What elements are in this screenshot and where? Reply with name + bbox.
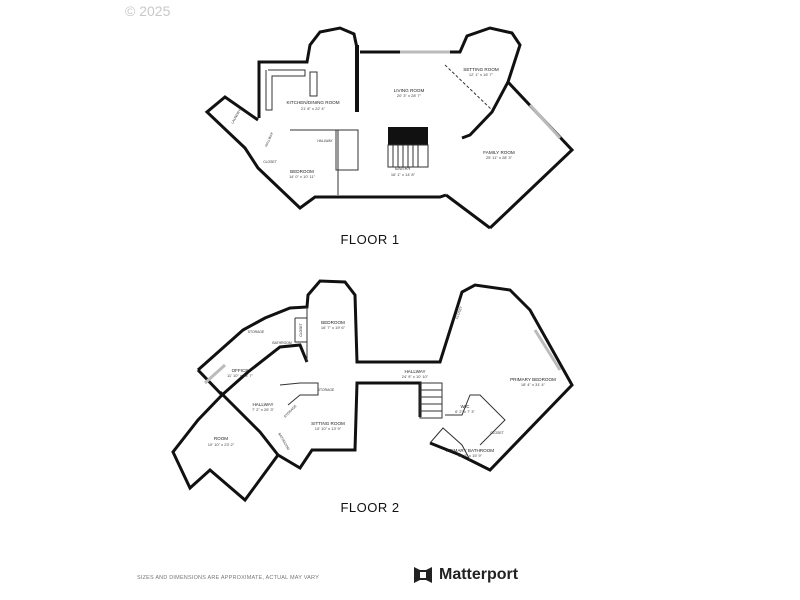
room-label: OFFICE: [232, 368, 249, 373]
kitchen-island: [309, 71, 318, 97]
room-dimensions: 7' 2" x 26' 3": [252, 407, 275, 412]
room-dimensions: 10' 10" x 13' 9": [315, 426, 342, 431]
room-dimensions: 6' 2" x 7' 3": [455, 409, 475, 414]
entry-wall: [204, 95, 447, 210]
room-label: HALLWAY: [317, 139, 333, 143]
room-dimensions: 18' 4" x 31' 4": [521, 382, 546, 387]
floor-1-plan: KITCHEN/DINING ROOM 21' 8" x 22' 4" LIVI…: [204, 26, 575, 247]
room-label: LAUNDRY: [230, 108, 242, 125]
brand-name: Matterport: [439, 566, 519, 583]
matterport-icon: [414, 567, 432, 583]
room-dimensions: 25' 11" x 28' 3": [486, 155, 513, 160]
floor-2-stairs: [279, 382, 443, 419]
room-label: LIVING ROOM: [394, 88, 425, 93]
room-label: BEDROOM: [290, 169, 314, 174]
room-label: HALLWAY: [252, 402, 273, 407]
floor-2-plan: BEDROOM 16' 7" x 19' 6" OFFICE 11' 10" x…: [171, 279, 574, 515]
room-dimensions: 21' 8" x 22' 4": [301, 106, 326, 111]
floor-2-lower-wall: [171, 368, 422, 503]
room-label: CLOSET: [299, 323, 303, 337]
family-room-lower-wall: [445, 193, 491, 230]
closet-wall: [294, 317, 308, 343]
room-label: STORAGE: [318, 388, 335, 392]
bathroom: [335, 129, 359, 171]
room-label: PRIMARY BATHROOM: [446, 448, 494, 453]
room-dimensions: 16' 7" x 19' 6": [321, 325, 346, 330]
matterport-logo: Matterport: [413, 565, 518, 585]
floor-2-title: FLOOR 2: [340, 500, 399, 515]
room-label: HALLWAY: [404, 369, 425, 374]
primary-bath-wall: [445, 394, 506, 446]
room-label: STORAGE: [283, 404, 298, 419]
room-dimensions: 14' 0" x 10' 11": [289, 174, 316, 179]
room-label: CLOSET: [263, 160, 277, 164]
room-label: ENTRY: [395, 166, 411, 171]
room-dimensions: 16' 1" x 14' 8": [391, 172, 416, 177]
room-label: KITCHEN/DINING ROOM: [286, 100, 339, 105]
kitchen-counter: [265, 69, 306, 111]
room-label: SITTING ROOM: [311, 421, 345, 426]
room-dimensions: 20' 3" x 28' 7": [397, 93, 422, 98]
room-label: BATHROOM: [277, 432, 290, 451]
room-dimensions: 10' 10" x 23' 2": [208, 442, 235, 447]
primary-bath-outline: [429, 427, 471, 461]
window: [528, 103, 562, 140]
room-dimensions: 12' 3" x 15' 9": [458, 453, 483, 458]
room-dimensions: 11' 10" x 13' 7": [227, 373, 254, 378]
room-label: CLOSET: [455, 306, 463, 320]
copyright-watermark: © 2025: [125, 3, 171, 19]
entry-stairs: [387, 144, 429, 168]
floor-1-outer-wall: [257, 26, 359, 118]
fireplace: [388, 127, 428, 145]
room-label: SETTING ROOM: [463, 67, 499, 72]
floor-2-left-wall: [197, 279, 574, 472]
room-label: ROOM: [214, 436, 228, 441]
floor-1-title: FLOOR 1: [340, 232, 399, 247]
room-label: PRIMARY BEDROOM: [510, 377, 556, 382]
room-label: WIC: [461, 404, 471, 409]
room-dimensions: 24' 9" x 10' 10": [402, 374, 429, 379]
room-divider: [444, 64, 493, 111]
room-label: FAMILY ROOM: [483, 150, 515, 155]
window: [533, 329, 562, 371]
window: [203, 363, 227, 385]
room-dimensions: 12' 1" x 16' 7": [469, 72, 494, 77]
room-wall: [218, 390, 280, 456]
room-label: STORAGE: [248, 330, 265, 334]
room-label: CLOSET: [490, 431, 504, 435]
room-label: BATHROOM: [272, 341, 292, 345]
room-label: HALLWAY: [264, 131, 275, 147]
room-label: BEDROOM: [321, 320, 345, 325]
disclaimer: SIZES AND DIMENSIONS ARE APPROXIMATE, AC…: [137, 575, 319, 581]
office-wall: [221, 343, 309, 397]
family-room-left-wall: [461, 81, 510, 140]
